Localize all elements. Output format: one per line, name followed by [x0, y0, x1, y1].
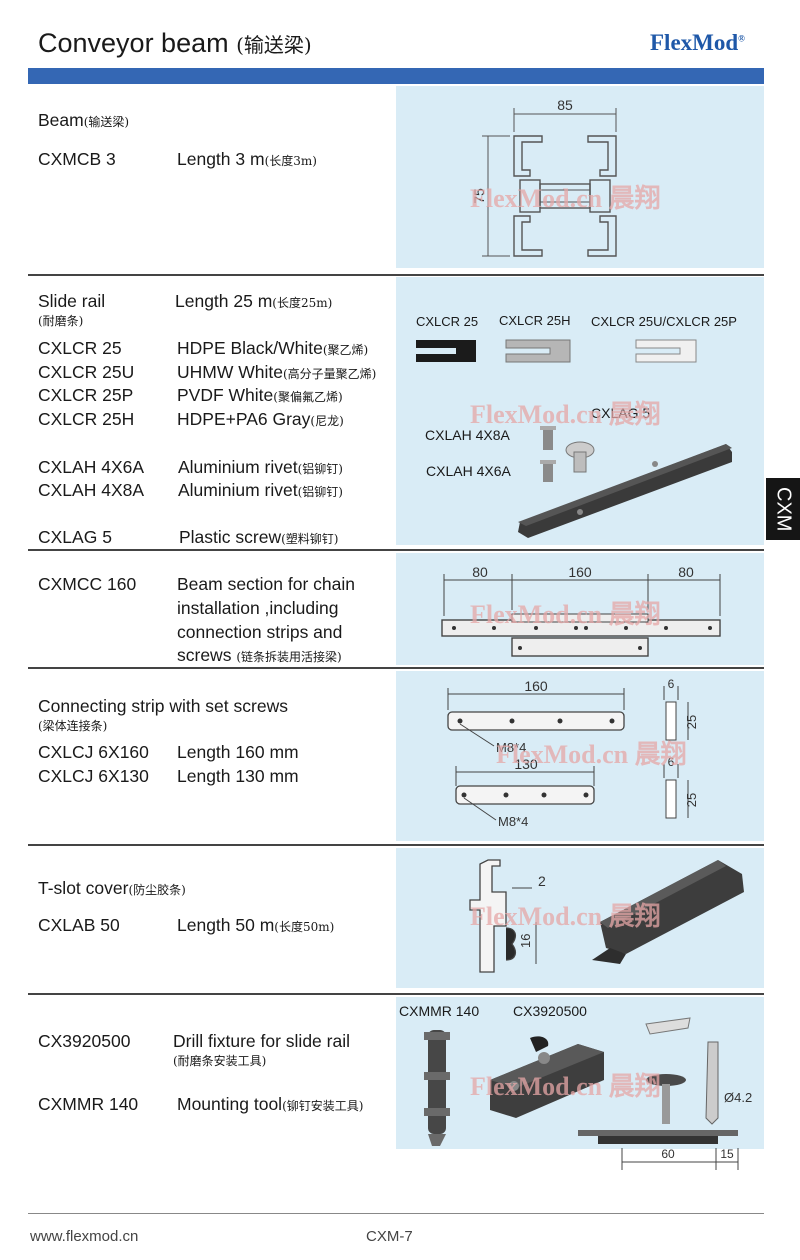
strip-dim: 6	[668, 755, 675, 769]
img-label: CXMMR 140	[399, 1003, 480, 1019]
divider	[28, 844, 764, 846]
rivet-desc: Aluminium rivet(铝铆钉)	[178, 480, 343, 500]
slide-heading: Slide rail	[38, 291, 106, 311]
footer-divider	[28, 1213, 764, 1214]
beam-profile-drawing: 85 75	[471, 97, 617, 257]
divider	[28, 274, 764, 276]
slide-rail-drawing	[416, 339, 732, 538]
strip-image-panel	[396, 671, 764, 841]
divider	[28, 993, 764, 995]
page-number: CXM-7	[366, 1228, 413, 1245]
screw-code: CXLAG 5	[38, 527, 112, 547]
img-label: CX3920500	[513, 1003, 587, 1019]
strip-code: CXLCJ 6X160	[38, 742, 149, 762]
strip-dim: 160	[524, 678, 548, 694]
chain-dim: 80	[678, 564, 694, 580]
divider	[28, 549, 764, 551]
strip-screw-label: M8*4	[496, 740, 526, 755]
strip-desc: Length 130 mm	[177, 766, 299, 786]
slide-item-desc: PVDF White(聚偏氟乙烯)	[177, 385, 343, 405]
rivet-code: CXLAH 4X6A	[38, 457, 145, 477]
chain-desc-line: installation ,including	[177, 598, 339, 618]
watermark: FlexMod.cn 晨翔	[470, 1072, 661, 1101]
side-tab[interactable]: CXM	[766, 478, 800, 540]
tool-desc: Mounting tool(铆钉安装工具)	[177, 1094, 364, 1114]
tslot-heading: T-slot cover(防尘胶条)	[38, 878, 186, 898]
beam-dim-width: 85	[557, 97, 573, 113]
drill-desc: Drill fixture for slide rail	[173, 1031, 350, 1051]
beam-code: CXMCB 3	[38, 149, 116, 169]
chain-desc-line: screws (链条拆装用活接梁)	[177, 645, 342, 665]
watermark: FlexMod.cn 晨翔	[470, 400, 661, 429]
tslot-code: CXLAB 50	[38, 915, 120, 935]
slide-item-code: CXLCR 25	[38, 338, 122, 358]
img-label: CXLAG 5	[591, 405, 651, 421]
img-label: CXLAH 4X6A	[426, 463, 511, 479]
beam-heading: Beam(输送梁)	[38, 110, 130, 130]
chain-desc-line: Beam section for chain	[177, 574, 356, 594]
slide-item-desc: UHMW White(高分子量聚乙烯)	[177, 362, 377, 382]
strip-heading: Connecting strip with set screws	[38, 696, 288, 716]
beam-dim-height: 75	[471, 188, 487, 204]
brand-logo: FlexMod®	[650, 30, 745, 55]
rivet-code: CXLAH 4X8A	[38, 480, 145, 500]
page-title: Conveyor beam (输送梁)	[38, 28, 312, 58]
slide-item-code: CXLCR 25P	[38, 385, 134, 405]
tool-code: CXMMR 140	[38, 1094, 139, 1114]
strip-dim: 6	[668, 677, 675, 691]
slide-item-desc: HDPE Black/White(聚乙烯)	[177, 338, 369, 358]
img-label: CXLCR 25	[416, 314, 479, 329]
strip-heading-cn: (梁体连接条)	[38, 719, 108, 733]
drill-desc-cn: (耐磨条安装工具)	[173, 1054, 267, 1068]
strip-dim: 25	[684, 715, 699, 729]
chain-dim: 160	[568, 564, 592, 580]
strip-screw-label: M8*4	[498, 814, 528, 829]
drill-dim: 60	[661, 1147, 675, 1161]
strip-code: CXLCJ 6X130	[38, 766, 149, 786]
divider	[28, 667, 764, 669]
img-label: CXLCR 25U/CXLCR 25P	[591, 314, 737, 329]
rivet-desc: Aluminium rivet(铝铆钉)	[178, 457, 343, 477]
watermark: FlexMod.cn 晨翔	[470, 184, 661, 213]
strip-dim: 130	[514, 756, 538, 772]
slide-length: Length 25 m(长度25m)	[175, 291, 333, 311]
slide-item-desc: HDPE+PA6 Gray(尼龙)	[177, 409, 344, 429]
footer-url[interactable]: www.flexmod.cn	[30, 1228, 139, 1245]
chain-beam-drawing: 80 160 80	[441, 564, 721, 657]
screw-desc: Plastic screw(塑料铆钉)	[179, 527, 339, 547]
beam-desc: Length 3 m(长度3m)	[177, 149, 317, 169]
drill-diameter: Ø4.2	[724, 1090, 752, 1105]
slide-heading-cn: (耐磨条)	[38, 314, 84, 328]
img-label: CXLAH 4X8A	[425, 427, 510, 443]
page-title-cn: (输送梁)	[236, 33, 312, 57]
slide-item-code: CXLCR 25H	[38, 409, 135, 429]
strip-desc: Length 160 mm	[177, 742, 299, 762]
tslot-dim: 2	[538, 873, 546, 889]
drill-tool-drawing: Ø4.2 60 15	[424, 1017, 752, 1170]
tslot-cover-drawing: 2 16	[469, 859, 744, 973]
img-label: CXLCR 25H	[499, 313, 571, 328]
slide-item-code: CXLCR 25U	[38, 362, 135, 382]
connecting-strip-drawing: 160 M8*4 130 M8*4 6 25 6 25	[447, 677, 699, 829]
drill-code: CX3920500	[38, 1031, 131, 1051]
tslot-dim: 16	[518, 934, 533, 948]
watermark: FlexMod.cn 晨翔	[496, 740, 687, 769]
chain-code: CXMCC 160	[38, 574, 137, 594]
header-bar	[28, 68, 764, 84]
tslot-desc: Length 50 m(长度50m)	[177, 915, 335, 935]
chain-dim: 80	[472, 564, 488, 580]
chain-desc-line: connection strips and	[177, 622, 343, 642]
watermark: FlexMod.cn 晨翔	[470, 902, 661, 931]
watermark: FlexMod.cn 晨翔	[470, 600, 661, 629]
strip-dim: 25	[684, 793, 699, 807]
beam-image-panel	[396, 86, 764, 268]
drill-dim: 15	[720, 1147, 734, 1161]
